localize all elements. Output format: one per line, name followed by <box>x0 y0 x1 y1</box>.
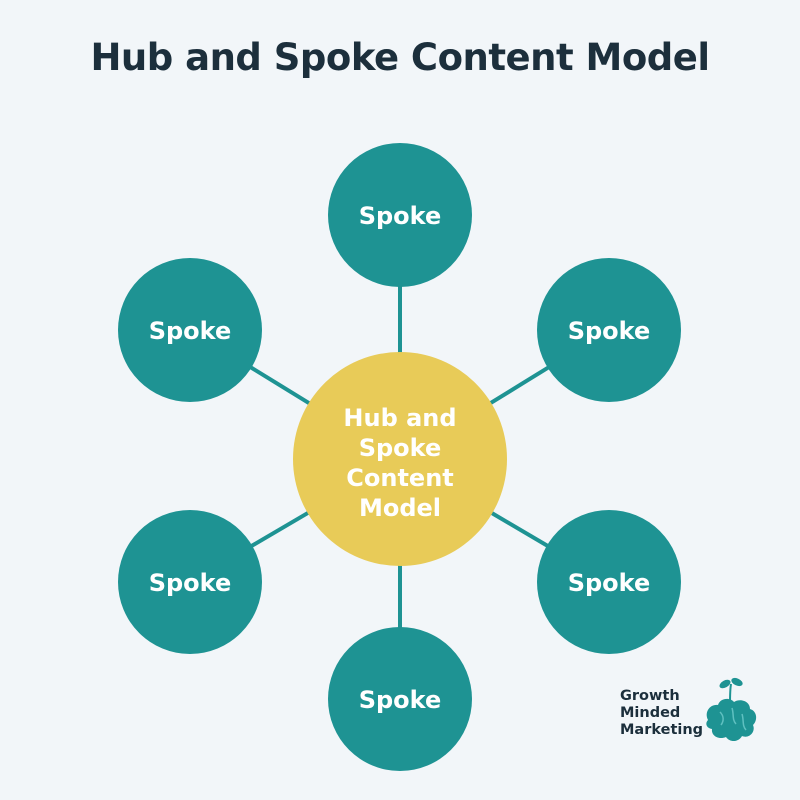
brand-logo: Growth Minded Marketing <box>620 674 800 754</box>
brain-sprout-icon <box>706 677 757 742</box>
spoke-label: Spoke <box>149 569 232 597</box>
hub-node: Hub and Spoke Content Model <box>293 352 507 566</box>
spoke-label: Spoke <box>568 317 651 345</box>
spoke-label: Spoke <box>359 202 442 230</box>
spoke-label: Spoke <box>359 686 442 714</box>
spoke-circle <box>118 510 262 654</box>
spoke-node-top-left: Spoke <box>118 258 262 402</box>
spoke-node-bottom: Spoke <box>328 627 472 771</box>
hub-label-line-2: Spoke <box>359 434 442 462</box>
brand-line-2: Minded <box>620 705 681 721</box>
spoke-circle <box>328 143 472 287</box>
hub-label-line-1: Hub and <box>343 404 456 432</box>
spoke-label: Spoke <box>568 569 651 597</box>
spoke-circle <box>537 258 681 402</box>
spoke-circle <box>328 627 472 771</box>
spoke-node-bottom-left: Spoke <box>118 510 262 654</box>
hub-circle <box>293 352 507 566</box>
hub-label-line-4: Model <box>359 494 441 522</box>
spoke-circle <box>118 258 262 402</box>
brand-line-3: Marketing <box>620 722 704 738</box>
connector-top-right <box>488 365 551 406</box>
brand-line-1: Growth <box>620 688 680 704</box>
connector-top-left <box>248 364 312 406</box>
connector-lines <box>248 285 551 629</box>
spoke-node-top: Spoke <box>328 143 472 287</box>
page-title: Hub and Spoke Content Model <box>90 36 710 79</box>
connector-bottom-right <box>489 510 550 549</box>
spoke-label: Spoke <box>149 317 232 345</box>
connector-bottom-left <box>249 510 311 549</box>
spoke-node-top-right: Spoke <box>537 258 681 402</box>
brand-name: Growth Minded Marketing <box>620 688 703 739</box>
spoke-node-bottom-right: Spoke <box>537 510 681 654</box>
spoke-circle <box>537 510 681 654</box>
hub-label-line-3: Content <box>346 464 454 492</box>
